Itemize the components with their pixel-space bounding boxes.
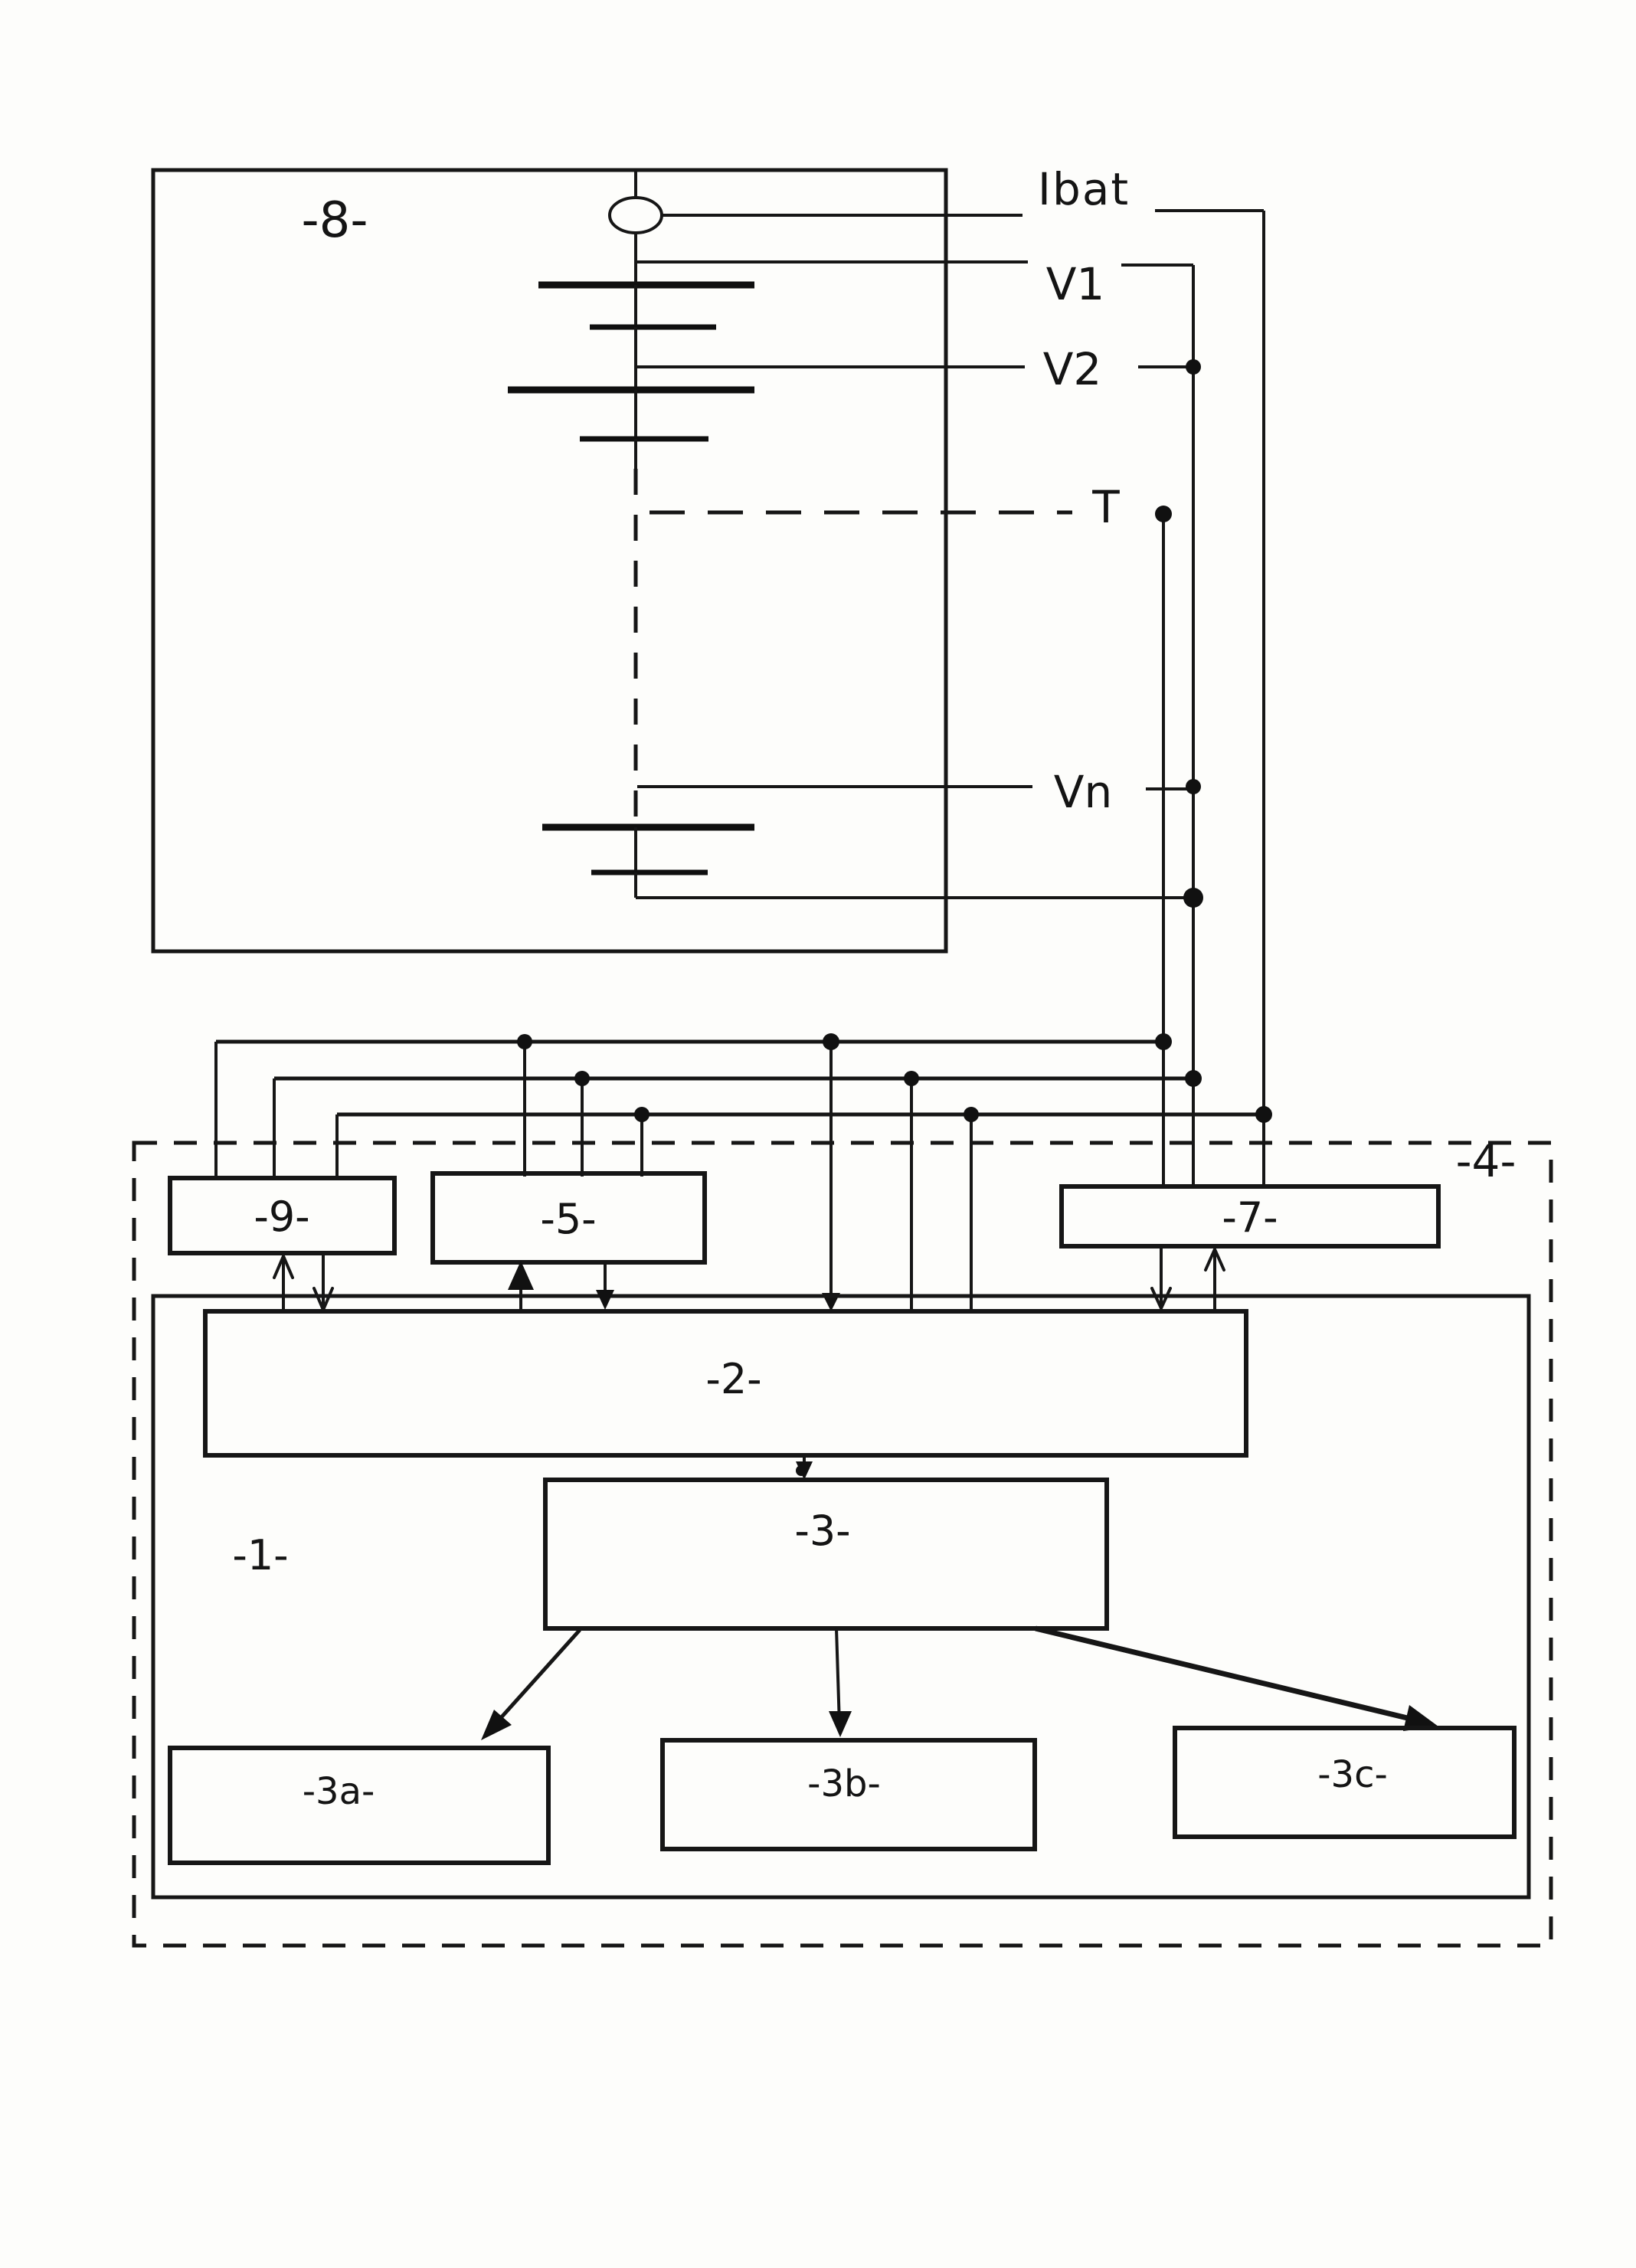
- junction-dot: [1155, 506, 1172, 522]
- module-3b-box: [660, 1738, 1037, 1851]
- link-3-to-3c: [1035, 1625, 1438, 1731]
- link-3-to-3b: [829, 1628, 852, 1737]
- module-7-label: -7-: [1222, 1193, 1278, 1242]
- link-2-to-3: [796, 1455, 813, 1480]
- arrowhead-open: [1150, 1287, 1172, 1312]
- module-3a-box: [168, 1746, 551, 1865]
- arrowhead: [1403, 1705, 1438, 1731]
- junction-dot: [1255, 1106, 1272, 1123]
- arrowhead-open: [312, 1287, 334, 1314]
- diagonal-arrow-line: [490, 1628, 581, 1730]
- module-2-label: -2-: [705, 1355, 761, 1403]
- bottom-modules: -3a- -3b- -3c-: [168, 1726, 1517, 1865]
- vertical-arrow-line: [835, 1628, 841, 1726]
- arrowhead: [508, 1261, 534, 1290]
- arrowhead-open: [273, 1252, 294, 1279]
- module-5-box: [430, 1171, 707, 1265]
- t-label: T: [1091, 481, 1120, 533]
- boundary-4-box: [132, 1141, 1553, 1948]
- module-3-label: -3-: [794, 1507, 850, 1555]
- module-3c-label: -3c-: [1317, 1753, 1388, 1796]
- module-3c-box: [1173, 1726, 1517, 1839]
- signal-taps: Ibat V1 V2 T Vn: [636, 163, 1265, 1189]
- junction-dot: [964, 1107, 979, 1122]
- module-5-label: -5-: [540, 1195, 596, 1243]
- module-3a-label: -3a-: [303, 1770, 375, 1813]
- arrowhead: [829, 1711, 852, 1737]
- boundary-4-label: -4-: [1456, 1135, 1517, 1187]
- junction-dot: [574, 1071, 590, 1086]
- junction-dot: [1186, 779, 1201, 794]
- bus-lines: [214, 1039, 1264, 1311]
- junction-dot: [1183, 888, 1203, 908]
- junction-dot: [1155, 1033, 1172, 1050]
- junction-dot: [904, 1071, 919, 1086]
- ibat-label: Ibat: [1038, 163, 1130, 215]
- junction-dot: [823, 1033, 839, 1050]
- arrowhead: [481, 1710, 512, 1740]
- junction-dot: [517, 1034, 532, 1049]
- module-3b-label: -3b-: [807, 1762, 881, 1805]
- module-9-box: [168, 1176, 397, 1255]
- link-2-to-5: [508, 1261, 614, 1311]
- arrowhead-open: [1204, 1245, 1225, 1271]
- v2-label: V2: [1043, 343, 1102, 395]
- battery-pack: -8-: [151, 168, 948, 954]
- v1-label: V1: [1046, 258, 1105, 310]
- diagonal-arrow-line-thick: [1035, 1625, 1418, 1723]
- battery-label: -8-: [302, 192, 368, 249]
- module-2-box: [203, 1309, 1248, 1458]
- link-3-to-3a: [481, 1628, 581, 1740]
- module-9-label: -9-: [254, 1193, 309, 1241]
- vn-label: Vn: [1054, 766, 1112, 818]
- current-sensor-icon: [608, 196, 663, 234]
- battery-box: [151, 168, 948, 954]
- junction-dot: [634, 1107, 649, 1122]
- junction-dots: [517, 359, 1272, 1123]
- link-2-to-7: [1150, 1245, 1225, 1312]
- junction-dot: [1185, 1070, 1202, 1087]
- module-1-box: [151, 1294, 1531, 1900]
- upper-modules: -9- -5- -7-: [168, 1171, 1441, 1265]
- module-1-label: -1-: [232, 1531, 288, 1579]
- arrowhead: [796, 1461, 813, 1480]
- module-7-box: [1059, 1184, 1441, 1249]
- junction-dot: [1186, 359, 1201, 375]
- arrowhead: [596, 1290, 614, 1310]
- module-3-box: [543, 1478, 1109, 1631]
- link-2-to-9: [273, 1252, 334, 1314]
